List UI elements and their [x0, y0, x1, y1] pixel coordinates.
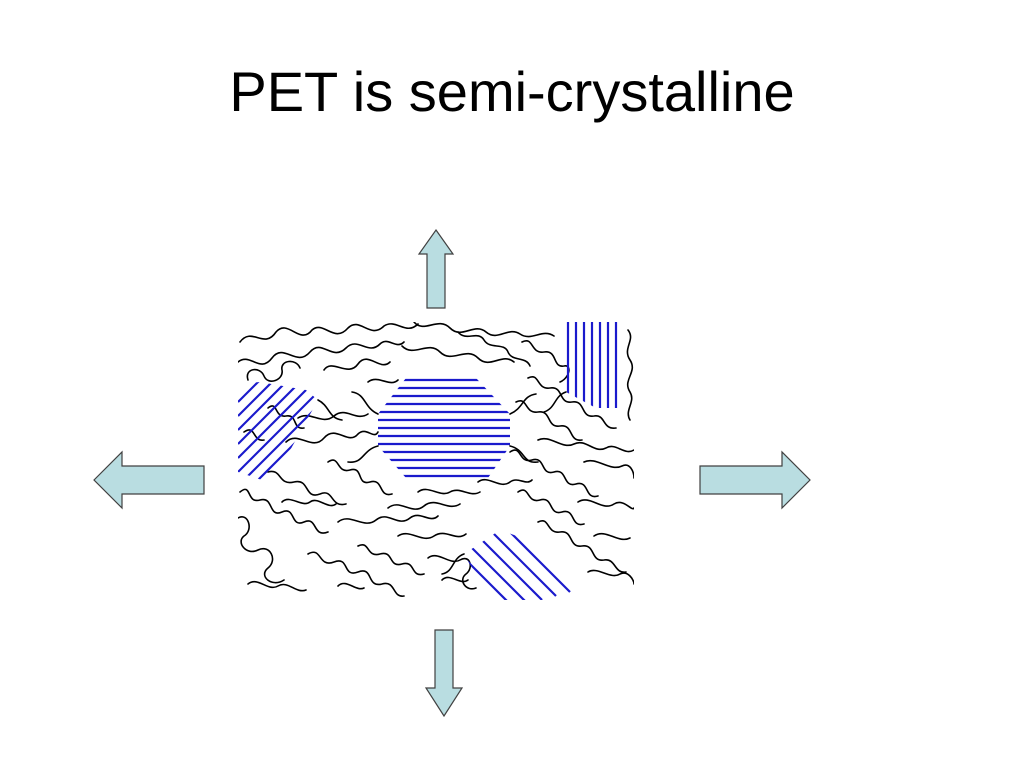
arrow-left-icon	[93, 450, 205, 510]
amorphous-chains	[238, 322, 634, 597]
upper-right-crystallite	[566, 322, 618, 408]
tie-chains	[317, 391, 567, 575]
arrow-up-icon	[417, 228, 455, 309]
polymer-morphology-figure	[238, 322, 634, 600]
crystalline-lamellae	[238, 322, 618, 600]
lower-crystallite	[464, 530, 584, 600]
arrow-down-icon	[424, 629, 464, 718]
arrow-right-icon	[699, 450, 811, 510]
slide-title: PET is semi-crystalline	[229, 60, 795, 123]
central-crystallite	[378, 378, 510, 478]
